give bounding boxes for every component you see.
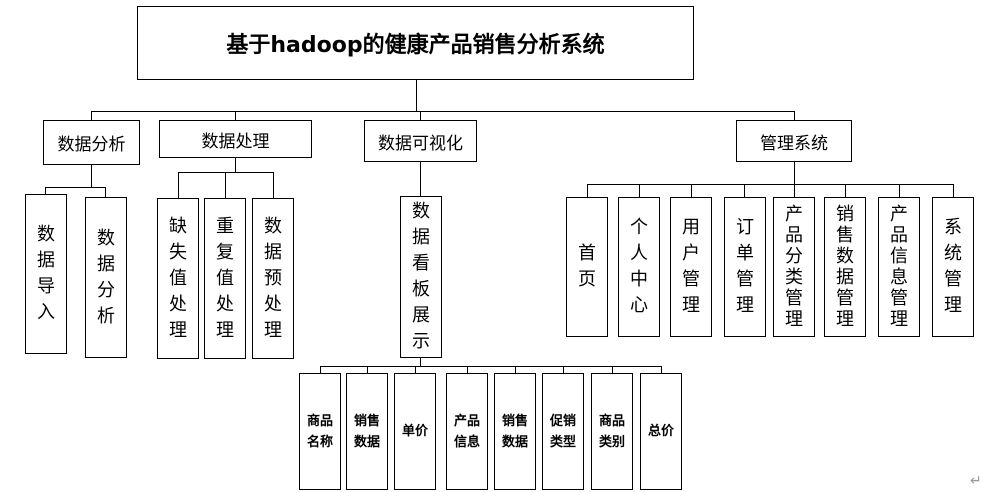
connector [178,172,179,198]
connector [661,366,662,373]
connector [235,111,236,120]
module-label: 数据处理 [201,131,270,152]
field-promotion-type: 促销类型 [542,373,584,490]
module-data-processing: 数据处理 [159,120,312,158]
node-sales-data-management: 销售数据管理 [824,197,866,337]
module-label: 管理系统 [760,133,828,154]
connector [420,111,421,120]
node-product-category-management: 产品分类管理 [773,197,815,337]
connector [45,187,46,195]
node-data-analysis: 数据分析 [85,197,127,358]
field-label: 销售数据 [501,413,528,450]
connector [794,111,795,120]
connector [845,184,846,198]
module-data-visualization: 数据可视化 [364,120,477,162]
connector [416,80,417,112]
field-label: 销售数据 [353,413,380,450]
connector [91,165,92,187]
field-total-price: 总价 [640,373,682,490]
connector [794,162,795,184]
connector [744,184,745,198]
connector [515,366,516,373]
root-title-text: 基于hadoop的健康产品销售分析系统 [226,33,605,58]
connector [273,172,274,198]
connector [794,184,795,198]
field-sales-data: 销售数据 [346,373,388,490]
field-label: 促销类型 [549,413,576,450]
node-label: 用户管理 [681,217,700,316]
node-label: 订单管理 [735,217,754,316]
module-data-analysis: 数据分析 [43,120,140,165]
module-label: 数据分析 [57,135,126,155]
module-management-system: 管理系统 [736,120,852,162]
connector [467,366,468,373]
connector [45,187,105,188]
field-label: 产品信息 [453,413,480,450]
node-system-management: 系统管理 [932,197,974,337]
connector [899,184,900,198]
connector [367,366,368,373]
node-label: 产品分类管理 [784,204,803,330]
connector [91,111,92,120]
connector [420,358,421,366]
node-label: 个人中心 [629,217,648,316]
paragraph-return-mark: ↵ [970,473,982,489]
field-product-name: 商品名称 [299,373,341,490]
connector [91,111,794,112]
node-dashboard-display: 数据看板展示 [400,196,442,358]
module-label: 数据可视化 [378,133,463,154]
connector [639,184,640,198]
connector [691,184,692,198]
field-product-category: 商品类别 [591,373,633,490]
node-personal-center: 个人中心 [618,197,660,337]
node-label: 销售数据管理 [835,204,854,330]
connector [105,187,106,198]
connector [420,162,421,197]
field-product-info: 产品信息 [446,373,488,490]
node-order-management: 订单管理 [724,197,766,337]
field-label: 商品类别 [598,413,625,450]
field-label: 商品名称 [306,413,333,450]
node-label: 产品信息管理 [889,204,908,330]
node-label: 数据分析 [96,227,115,327]
root-title-box: 基于hadoop的健康产品销售分析系统 [137,6,694,80]
node-duplicate-value-processing: 重复值处理 [204,198,246,359]
node-product-info-management: 产品信息管理 [878,197,920,337]
node-missing-value-processing: 缺失值处理 [157,198,199,359]
connector [563,366,564,373]
field-label: 单价 [401,424,428,439]
connector [415,366,416,373]
connector [587,184,953,185]
node-home: 首页 [566,197,608,337]
node-label: 重复值处理 [215,215,234,341]
node-label: 数据导入 [36,224,55,323]
node-data-import: 数据导入 [25,194,67,354]
node-data-preprocessing: 数据预处理 [252,198,294,359]
connector [953,184,954,198]
field-sales-data-2: 销售数据 [494,373,536,490]
connector [225,172,226,198]
node-label: 数据看板展示 [411,201,430,352]
connector [320,366,661,367]
field-label: 总价 [647,424,674,439]
field-unit-price: 单价 [394,373,436,490]
node-label: 首页 [577,243,596,290]
node-label: 缺失值处理 [168,215,187,341]
connector [612,366,613,373]
node-label: 数据预处理 [263,215,282,341]
node-user-management: 用户管理 [670,197,712,337]
connector [320,366,321,373]
node-label: 系统管理 [943,217,962,316]
connector [587,184,588,198]
connector [235,158,236,172]
